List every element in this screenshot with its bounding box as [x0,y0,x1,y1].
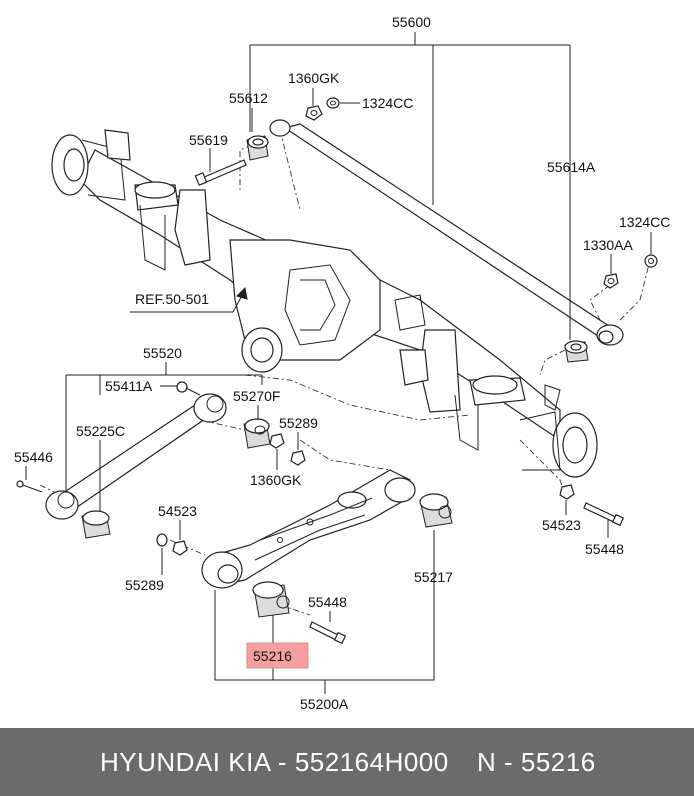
label-1330aa: 1330AA [583,237,633,253]
bushing-55612 [246,135,269,161]
label-54523-right: 54523 [542,517,581,533]
bolt-55619 [194,159,247,186]
label-55270f: 55270F [233,388,280,404]
label-55289-left: 55289 [125,577,164,593]
label-55217: 55217 [414,569,453,585]
washer-55289-left [156,533,168,547]
label-55216: 55216 [253,648,292,664]
label-55225c: 55225C [76,423,125,439]
nut-55289-mid [290,450,306,466]
nut-1360gk-top [305,105,323,121]
label-1360gk-top: 1360GK [288,70,340,86]
bolt-55411a [176,381,201,396]
label-55448-right: 55448 [585,541,624,557]
label-55446: 55446 [14,449,53,465]
bolt-55448-right [583,502,625,527]
bushing-55217 [419,493,453,528]
nut-1360gk-mid [269,433,285,449]
leader-lines [25,32,652,694]
bushing-lateral-right [564,340,589,363]
label-55448-mid: 55448 [308,594,347,610]
footer-part-number: HYUNDAI KIA - 552164H000 [100,747,449,777]
lower-link-55520 [45,393,227,520]
label-55411a: 55411A [105,378,153,394]
label-55289-mid: 55289 [279,415,318,431]
bushing-55225c [81,510,111,539]
label-55619: 55619 [189,132,228,148]
label-1360gk-mid: 1360GK [250,472,302,488]
label-55520: 55520 [143,345,182,361]
nut-54523-left [172,540,188,556]
highlight-55216 [246,642,309,669]
part-number-banner: HYUNDAI KIA - 552164H000 N - 55216 [0,728,694,796]
lower-arm-55200a [201,469,416,589]
label-55614a: 55614A [547,159,596,175]
bolt-55448-mid [309,621,347,645]
label-55200a: 55200A [300,696,349,712]
nut-54523-right [559,484,575,500]
axle-housing [51,129,598,478]
label-1324cc-top: 1324CC [362,95,413,111]
label-ref: REF.50-501 [135,291,209,307]
nut-1330aa [603,273,619,289]
label-55612: 55612 [229,90,268,106]
label-54523-left: 54523 [158,503,197,519]
lateral-rod [269,119,624,346]
bushing-55216 [252,581,290,618]
bolt-55446 [16,480,43,493]
label-1324cc-right: 1324CC [619,214,670,230]
washer-1324cc-right [644,254,658,268]
footer-diagram-number: N - 55216 [477,747,596,777]
washer-1324cc-top [326,97,340,109]
bushing-55270f [243,418,271,449]
label-55600: 55600 [392,14,431,30]
part-labels: 55600 55612 1360GK 1324CC 55619 55614A 1… [14,14,670,712]
exploded-parts-diagram: 55600 55612 1360GK 1324CC 55619 55614A 1… [14,14,670,712]
